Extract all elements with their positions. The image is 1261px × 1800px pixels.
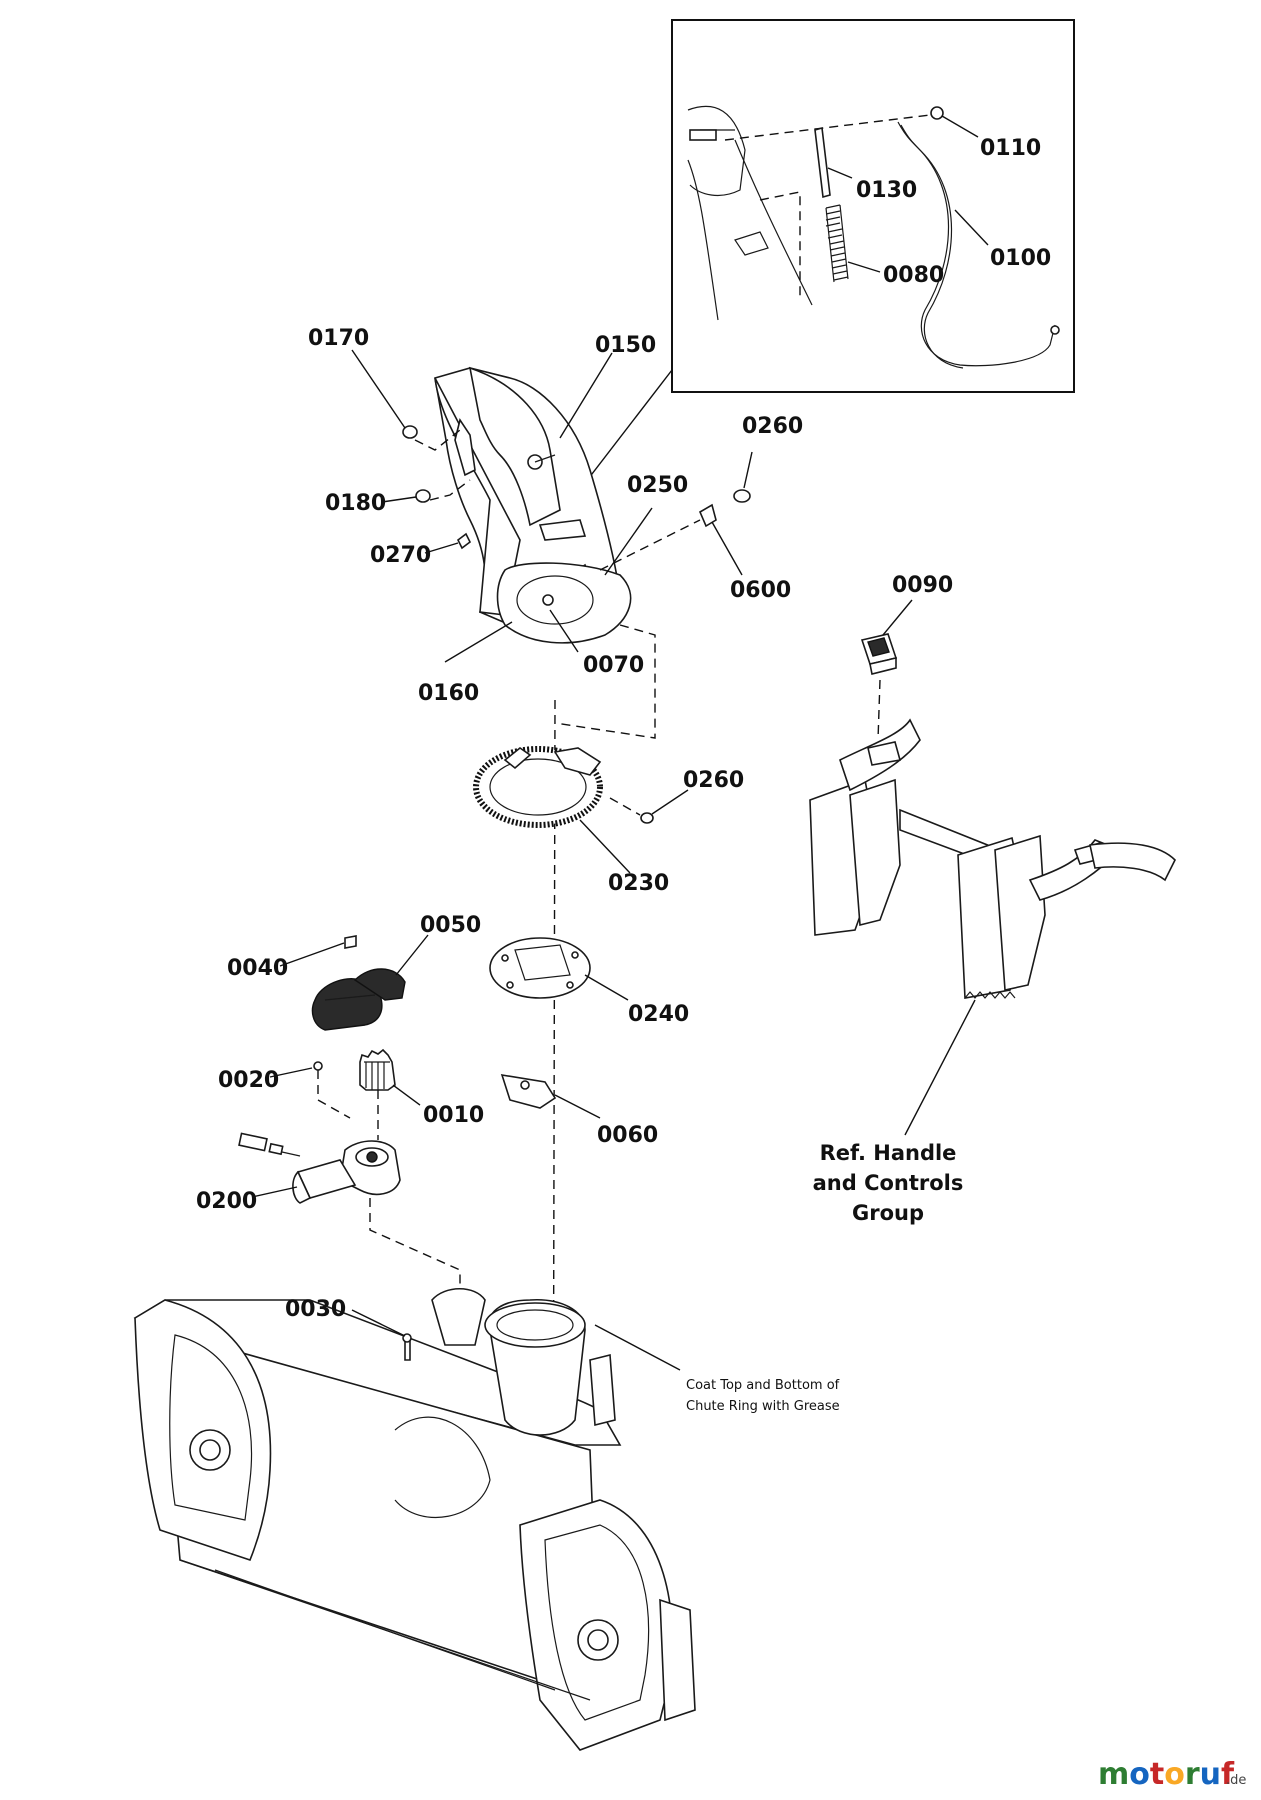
inset-dash-2 bbox=[724, 114, 931, 141]
callout-0040: 0040 bbox=[227, 956, 288, 981]
note-line-1: Coat Top and Bottom of bbox=[686, 1378, 840, 1393]
bracket-0060 bbox=[500, 1074, 557, 1109]
note-line-2: Chute Ring with Grease bbox=[686, 1399, 840, 1414]
bracket-0600 bbox=[698, 503, 717, 528]
auger-housing bbox=[133, 1288, 696, 1751]
screw-0040 bbox=[344, 935, 357, 949]
watermark: motoruf .de bbox=[1098, 1757, 1246, 1792]
callout-0010: 0010 bbox=[423, 1103, 484, 1128]
gear-0010 bbox=[359, 1048, 396, 1091]
callout-0030: 0030 bbox=[285, 1297, 346, 1322]
spring-0080 bbox=[825, 204, 849, 283]
bolt-0270 bbox=[456, 532, 472, 550]
callout-0170: 0170 bbox=[308, 326, 369, 351]
nut-0110 bbox=[930, 106, 944, 120]
nut-0170 bbox=[402, 425, 418, 439]
inset-pin-head bbox=[689, 129, 717, 141]
callout-0270: 0270 bbox=[370, 543, 431, 568]
callout-0090: 0090 bbox=[892, 573, 953, 598]
ref-line-1: Ref. Handle bbox=[820, 1141, 957, 1165]
chute-ring-0230 bbox=[473, 746, 603, 828]
nut-0260b bbox=[640, 812, 654, 824]
callout-0050: 0050 bbox=[420, 913, 481, 938]
callout-0260b: 0260 bbox=[683, 768, 744, 793]
ref-line-3: Group bbox=[852, 1201, 924, 1225]
motor-0200 bbox=[238, 1132, 401, 1204]
inset-dash-1 bbox=[759, 191, 801, 300]
washer-0180 bbox=[415, 489, 431, 503]
callout-0150: 0150 bbox=[595, 333, 656, 358]
callout-0260a: 0260 bbox=[742, 414, 803, 439]
base-0160 bbox=[496, 562, 632, 644]
cover-0050 bbox=[311, 968, 406, 1031]
nut-0260a bbox=[733, 489, 751, 503]
callout-0110: 0110 bbox=[980, 136, 1041, 161]
callout-0200: 0200 bbox=[196, 1189, 257, 1214]
switch-0090 bbox=[860, 633, 898, 675]
rod-0130 bbox=[814, 126, 831, 199]
inset-chute-curve-2 bbox=[734, 139, 813, 306]
callout-0080: 0080 bbox=[883, 263, 944, 288]
watermark-suffix: .de bbox=[1226, 1773, 1246, 1788]
callout-0070: 0070 bbox=[583, 653, 644, 678]
callout-0250: 0250 bbox=[627, 473, 688, 498]
callout-0230: 0230 bbox=[608, 871, 669, 896]
inset-bracket bbox=[734, 231, 769, 256]
callout-0060: 0060 bbox=[597, 1123, 658, 1148]
plate-0240 bbox=[489, 937, 591, 999]
ref-line-2: and Controls bbox=[813, 1171, 964, 1195]
callout-0240: 0240 bbox=[628, 1002, 689, 1027]
callout-0600: 0600 bbox=[730, 578, 791, 603]
inset-chute-curve bbox=[687, 159, 719, 321]
inset-chute-edge bbox=[687, 105, 746, 197]
callout-0100: 0100 bbox=[990, 246, 1051, 271]
inset-detail bbox=[671, 19, 1075, 393]
callout-0130: 0130 bbox=[856, 178, 917, 203]
handle-assembly bbox=[809, 718, 1176, 999]
inset-frame bbox=[671, 19, 1075, 393]
note-leader bbox=[594, 1324, 681, 1371]
washer-0020 bbox=[313, 1061, 323, 1071]
watermark-brand: motoruf bbox=[1098, 1757, 1235, 1792]
callout-0180: 0180 bbox=[325, 491, 386, 516]
clip-0180 bbox=[454, 418, 476, 477]
callout-0160: 0160 bbox=[418, 681, 479, 706]
callout-0020: 0020 bbox=[218, 1068, 279, 1093]
